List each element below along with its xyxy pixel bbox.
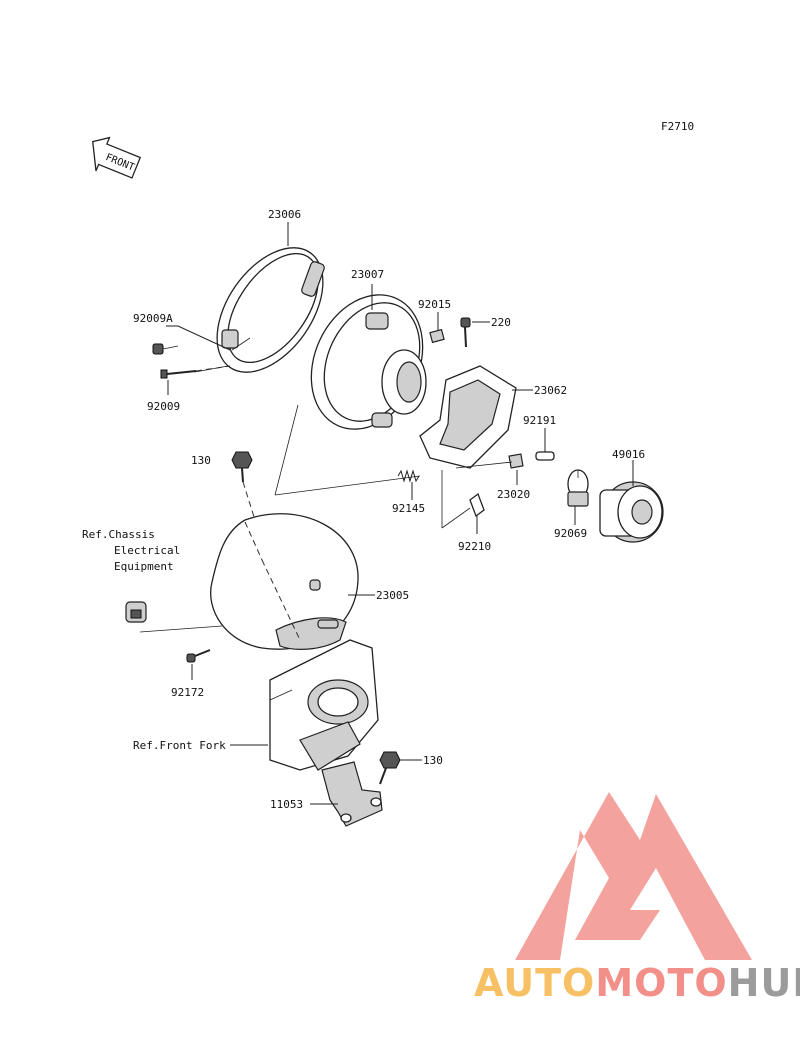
label-130-bottom: 130 [423,754,443,767]
label-11053: 11053 [270,798,303,811]
headlight-unit-23007 [310,294,427,430]
ref-chassis-line2: Electrical [114,544,180,557]
nut-92015 [429,328,445,344]
spring-92145 [397,469,420,483]
label-23006: 23006 [268,208,301,221]
connector-icon [125,601,147,623]
label-92172: 92172 [171,686,204,699]
pin-92191 [535,451,555,461]
figure-code: F2710 [661,120,694,133]
label-92191: 92191 [523,414,556,427]
socket-23020 [508,453,524,469]
label-23062: 23062 [534,384,567,397]
label-130-top: 130 [191,454,211,467]
bracket-23062 [419,365,517,469]
logo-triangle-icon [515,792,752,960]
screw-92172 [186,649,211,663]
headlight-rim-23006 [216,247,325,373]
ref-chassis-line3: Equipment [114,560,174,573]
label-23020: 23020 [497,488,530,501]
label-92210: 92210 [458,540,491,553]
logo-auto: AUTO [474,961,595,1005]
logo-hub: HUB [728,961,800,1005]
label-220: 220 [491,316,511,329]
screw-220 [460,317,471,348]
ref-front-fork: Ref.Front Fork [133,739,226,752]
screw-92009 [160,369,197,379]
label-92009: 92009 [147,400,180,413]
bolt-130-top [231,451,253,483]
label-92015: 92015 [418,298,451,311]
logo-moto: MOTO [595,961,727,1005]
bracket-11053 [321,761,383,827]
clip-92210 [469,492,485,518]
label-92145: 92145 [392,502,425,515]
label-49016: 49016 [612,448,645,461]
bulb-92069 [567,469,589,507]
ref-chassis-line1: Ref.Chassis [82,528,155,541]
rubber-cap-49016 [599,481,664,543]
bolt-130-bottom [379,751,401,785]
front-arrow-icon: FRONT [92,136,142,179]
label-92009a: 92009A [133,312,173,325]
label-23007: 23007 [351,268,384,281]
headlight-housing-23005 [210,513,359,650]
automotohub-logo: AUTOMOTOHUB [474,792,800,1005]
label-92069: 92069 [554,527,587,540]
logo-text: AUTOMOTOHUB [474,961,800,1005]
front-fork-bracket [269,639,379,771]
label-23005: 23005 [376,589,409,602]
screw-92009a [152,343,179,355]
